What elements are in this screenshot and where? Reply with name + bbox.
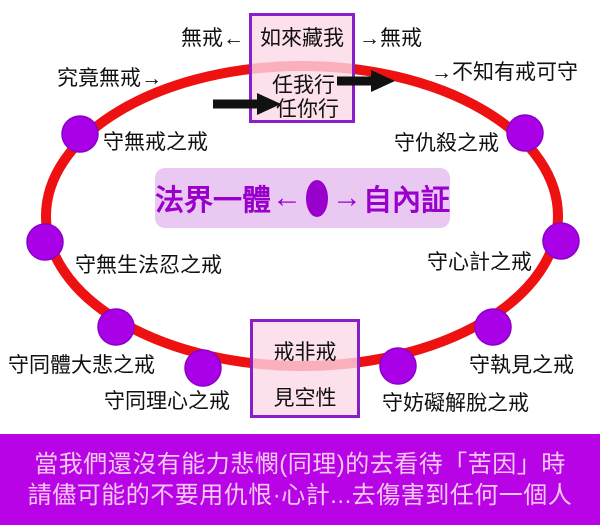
dharma-realm-box: 法界一體 ← → 自內証 <box>155 168 450 228</box>
node-dot-attachment <box>474 308 512 346</box>
node-label-hindrance: 守妨礙解脫之戒 <box>382 392 529 415</box>
banner-line2: 請儘可能的不要用仇恨·心計...去傷害到任何一個人 <box>27 481 573 509</box>
see-emptiness-label: 見空性 <box>273 387 337 410</box>
no-precept-right-label: →無戒 <box>359 27 422 50</box>
node-label-non-arising: 守無生法忍之戒 <box>75 254 222 277</box>
bottom-banner: 當我們還沒有能力悲憫(同理)的去看待「苦因」時 請儘可能的不要用仇恨·心計...… <box>0 434 600 525</box>
left-arrow-icon: ← <box>272 181 303 214</box>
node-label-no-precept: 守無戒之戒 <box>103 131 208 154</box>
self-realization-text: 自內証 <box>362 185 450 217</box>
node-label-vengeance: 守仇殺之戒 <box>394 132 499 155</box>
node-dot-vengeance <box>506 114 544 152</box>
node-label-attachment: 守執見之戒 <box>469 354 574 377</box>
right-arrow-icon: → <box>331 181 362 214</box>
filled-oval-icon <box>306 179 328 217</box>
node-dot-scheming <box>542 222 580 260</box>
no-precept-left-label: 無戒← <box>181 27 244 50</box>
node-dot-great-compassion <box>97 308 135 346</box>
node-dot-no-precept <box>61 115 99 153</box>
dharma-realm-text: 法界一體 <box>155 185 272 217</box>
tathagata-title: 如來藏我 <box>260 27 344 50</box>
node-dot-empathy <box>184 349 222 387</box>
node-dot-non-arising <box>26 223 64 261</box>
let-you-act-label: 任你行 <box>276 98 339 121</box>
precept-nonprecept-label: 戒非戒 <box>273 341 337 364</box>
banner-line1: 當我們還沒有能力悲憫(同理)的去看待「苦因」時 <box>34 450 566 478</box>
node-label-great-compassion: 守同體大悲之戒 <box>8 354 155 377</box>
unaware-precept-label: →不知有戒可守 <box>431 61 578 84</box>
node-dot-hindrance <box>379 347 417 385</box>
node-label-scheming: 守心計之戒 <box>427 251 532 274</box>
node-label-empathy: 守同理心之戒 <box>104 390 230 413</box>
ultimate-no-precept-label: 究竟無戒→ <box>57 67 162 90</box>
